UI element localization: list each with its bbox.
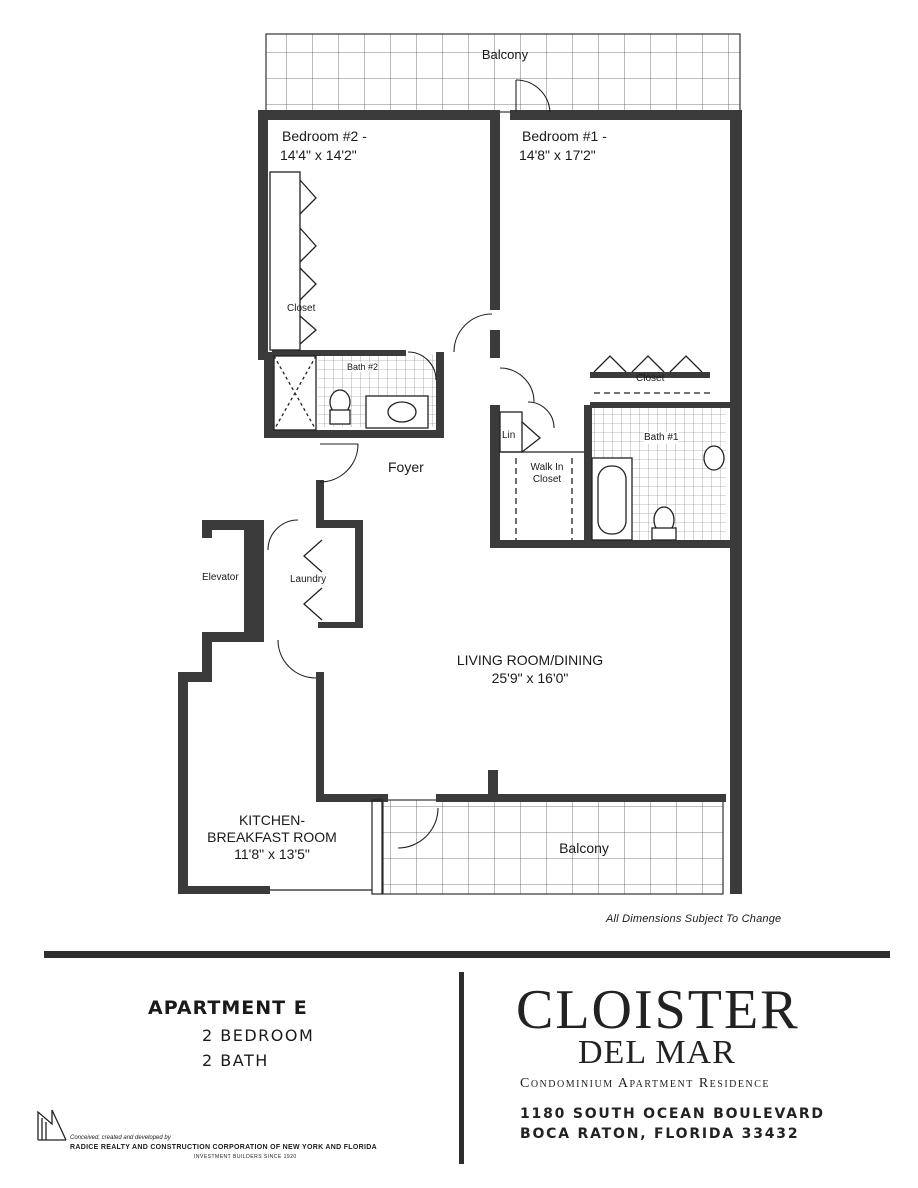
walls — [178, 110, 742, 894]
balcony-bottom-label: Balcony — [559, 840, 609, 856]
kitchen-label-2: BREAKFAST ROOM — [207, 829, 337, 845]
foyer-label: Foyer — [388, 459, 424, 475]
closet-bedroom1 — [593, 355, 714, 394]
balcony-top — [265, 33, 741, 113]
elevator-label: Elevator — [202, 572, 239, 583]
kitchen-slider — [270, 799, 383, 895]
vertical-divider — [459, 972, 464, 1164]
bath2-label: Bath #2 — [347, 362, 379, 373]
apartment-title: APARTMENT E — [148, 997, 308, 1019]
laundry-label: Laundry — [290, 574, 327, 585]
walkin-closet — [499, 411, 584, 540]
bedroom2-size: 14'4" x 14'2" — [280, 147, 357, 163]
lin-label: Lin — [502, 430, 516, 441]
kitchen-label-1: KITCHEN- — [238, 812, 306, 828]
bedroom2-name: Bedroom #2 - — [282, 128, 367, 144]
walkin-label-2: Closet — [532, 474, 562, 485]
laundry-bifold — [303, 539, 323, 621]
balcony-top-label: Balcony — [481, 47, 529, 62]
bath2-fixtures — [273, 355, 429, 431]
bath1-label: Bath #1 — [644, 432, 679, 444]
builder-logo — [37, 1109, 67, 1141]
address-line1: 1180 SOUTH OCEAN BOULEVARD — [520, 1106, 825, 1122]
closet-bedroom2 — [269, 171, 317, 351]
address-line2: BOCA RATON, FLORIDA 33432 — [520, 1126, 800, 1142]
apartment-bedrooms: 2 BEDROOM — [202, 1026, 315, 1045]
brand-name-line1: CLOISTER — [516, 979, 800, 1041]
brand-name-line2: DEL MAR — [578, 1034, 736, 1071]
credit-line1: Conceived, created and developed by — [70, 1135, 171, 1141]
door-swings — [267, 79, 555, 849]
closet-bedroom1-label: Closet — [636, 373, 665, 384]
brand-tagline: Condominium Apartment Residence — [520, 1076, 770, 1091]
disclaimer: All Dimensions Subject To Change — [606, 913, 782, 925]
closet-bedroom2-label: Closet — [287, 303, 316, 314]
credit-line3: INVESTMENT BUILDERS SINCE 1920 — [194, 1154, 297, 1160]
living-size: 25'9" x 16'0" — [491, 670, 569, 686]
walkin-label-1: Walk In — [530, 462, 564, 473]
apartment-baths: 2 BATH — [202, 1051, 269, 1070]
credit-line2: RADICE REALTY AND CONSTRUCTION CORPORATI… — [70, 1144, 377, 1151]
bedroom1-size: 14'8" x 17'2" — [519, 147, 596, 163]
bath1-fixtures — [591, 445, 725, 541]
balcony-bottom — [382, 799, 724, 895]
bedroom1-name: Bedroom #1 - — [522, 128, 607, 144]
living-label: LIVING ROOM/DINING — [456, 652, 604, 668]
divider-rule — [44, 951, 890, 958]
kitchen-size: 11'8" x 13'5" — [234, 846, 310, 862]
